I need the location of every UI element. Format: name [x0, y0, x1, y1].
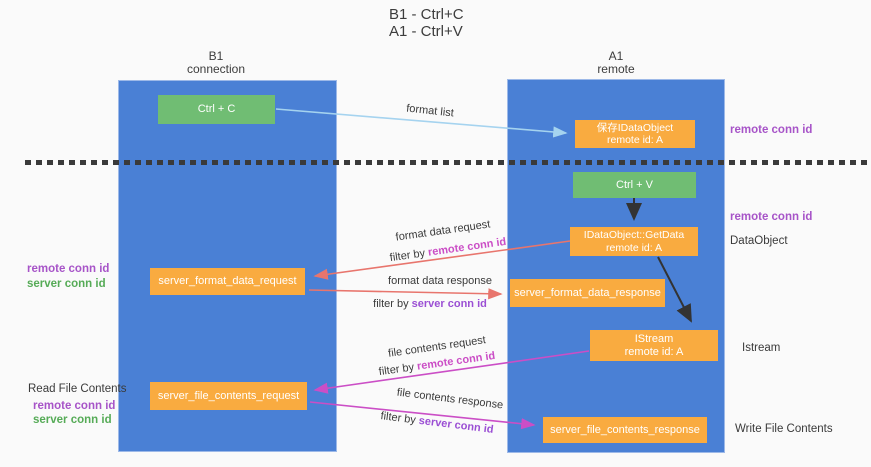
istream-box: IStream remote id: A [590, 330, 718, 361]
getdata-to-istream-arrow [657, 256, 692, 323]
server-conn-id-value-1: server conn id [411, 298, 487, 310]
ctrl-v-box: Ctrl + V [573, 172, 696, 198]
server-format-data-request-label: server_format_data_request [158, 275, 297, 288]
server-file-contents-request-label: server_file_contents_request [157, 389, 300, 402]
left-remote-conn-id-top-label: remote conn id [27, 263, 110, 275]
format-data-response-label: format data response [388, 275, 492, 287]
istream-line2: remote id: A [624, 345, 684, 358]
istream-side-label: Istream [742, 342, 781, 354]
session-divider-dashed-line [25, 160, 871, 165]
ctrl-v-label: Ctrl + V [616, 178, 653, 191]
read-file-contents-label: Read File Contents [28, 383, 127, 395]
server-format-data-request-box: server_format_data_request [150, 268, 305, 295]
save-idataobject-line1: 保存IDataObject [596, 121, 674, 134]
left-remote-conn-id-bottom-label: remote conn id [33, 400, 116, 412]
write-file-contents-label: Write File Contents [735, 423, 833, 435]
server-file-contents-response-box: server_file_contents_response [543, 417, 707, 443]
ctrl-c-label: Ctrl + C [197, 103, 236, 116]
ctrl-c-box: Ctrl + C [158, 95, 275, 124]
istream-line1: IStream [634, 333, 674, 345]
filter-prefix-2: filter by [373, 298, 412, 310]
idataobject-getdata-box: IDataObject::GetData remote id: A [570, 227, 698, 256]
left-server-conn-id-top-label: server conn id [27, 278, 106, 290]
dataobject-label: DataObject [730, 235, 788, 247]
left-server-conn-id-bottom-label: server conn id [33, 414, 112, 426]
right-remote-conn-id-mid-label: remote conn id [730, 211, 813, 223]
left-column-header: B1 connection [186, 49, 246, 76]
right-remote-conn-id-top-label: remote conn id [730, 124, 813, 136]
format-data-request-arrow [313, 240, 571, 280]
server-file-contents-response-label: server_file_contents_response [550, 423, 700, 436]
diagram-title: B1 - Ctrl+C A1 - Ctrl+V [389, 6, 464, 40]
getdata-line1: IDataObject::GetData [583, 229, 685, 241]
file-contents-response-arrow [309, 401, 536, 430]
server-file-contents-request-box: server_file_contents_request [150, 382, 307, 410]
file-contents-request-arrow [313, 350, 590, 394]
format-data-response-arrow [308, 288, 503, 300]
server-format-data-response-label: server_format_data_response [514, 286, 661, 299]
save-idataobject-line2: remote id: A [606, 134, 664, 146]
server-format-data-response-box: server_format_data_response [510, 279, 665, 307]
right-column-header: A1 remote [597, 49, 635, 76]
format-list-arrow [275, 108, 568, 138]
save-idataobject-box: 保存IDataObject remote id: A [575, 120, 695, 148]
getdata-line2: remote id: A [605, 241, 663, 254]
filter-by-server-conn-id-label-1: filter by server conn id [373, 298, 487, 310]
